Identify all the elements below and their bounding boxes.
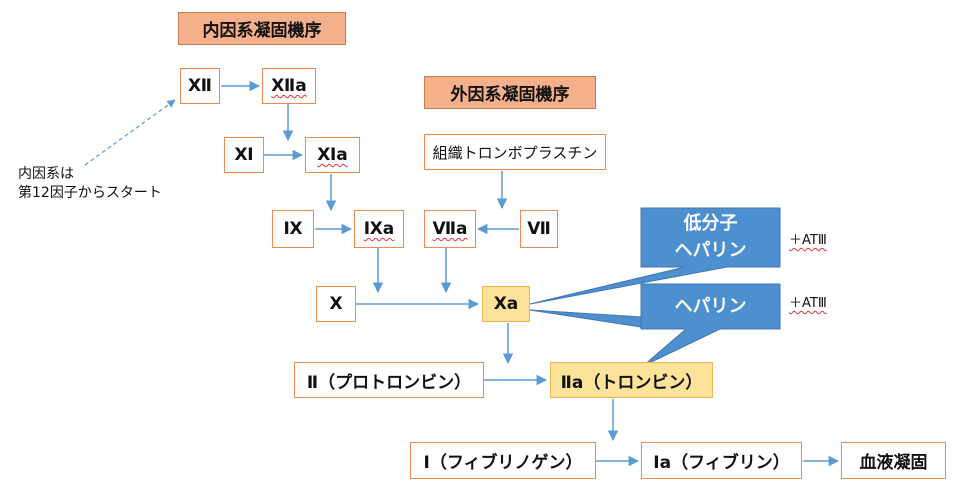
factor-10-box: Ⅹ [316,286,356,322]
tissue-thromboplastin-box: 組織トロンボプラスチン [424,134,606,170]
factor-12-box: Ⅻ [180,68,220,104]
lmwh-line-1: 低分子 [683,213,738,234]
intrinsic-start-note: 内因系は 第12因子からスタート [18,165,162,203]
heparin-callout-shape [640,283,781,367]
blood-coagulation-box: 血液凝固 [841,442,946,479]
antithrombin-label-2: ＋ATⅢ [789,296,827,311]
heparin-callout-tail-lower [529,309,642,328]
lmwh-callout-shape [529,207,781,305]
note-line-2: 第12因子からスタート [18,185,162,201]
thrombin-box: Ⅱa（トロンビン） [550,362,713,398]
factor-10a-box: Ⅹa [482,286,530,322]
factor-9-box: Ⅸ [272,210,314,248]
factor-12a-box: Ⅻa [262,68,316,104]
dashed-arrow-note [84,99,176,166]
extrinsic-pathway-title: 外因系凝固機序 [424,76,596,109]
antithrombin-label-1: ＋ATⅢ [789,233,827,248]
fibrinogen-box: Ⅰ（フィブリノゲン） [410,442,596,479]
factor-11a-box: Ⅺa [305,137,360,173]
factor-7-box: Ⅶ [520,210,558,248]
factor-11-box: Ⅺ [224,137,264,173]
lmwh-callout-label: 低分子 ヘパリン [641,210,780,264]
factor-7a-box: Ⅶa [424,210,476,248]
lmwh-line-2: ヘパリン [674,240,747,261]
heparin-callout-label: ヘパリン [674,296,747,317]
intrinsic-pathway-title: 内因系凝固機序 [178,12,346,45]
note-line-1: 内因系は [18,166,74,182]
factor-9a-box: Ⅸa [354,210,404,248]
fibrin-box: Ⅰa（フィブリン） [641,442,802,479]
prothrombin-box: Ⅱ（プロトロンビン） [294,362,484,398]
